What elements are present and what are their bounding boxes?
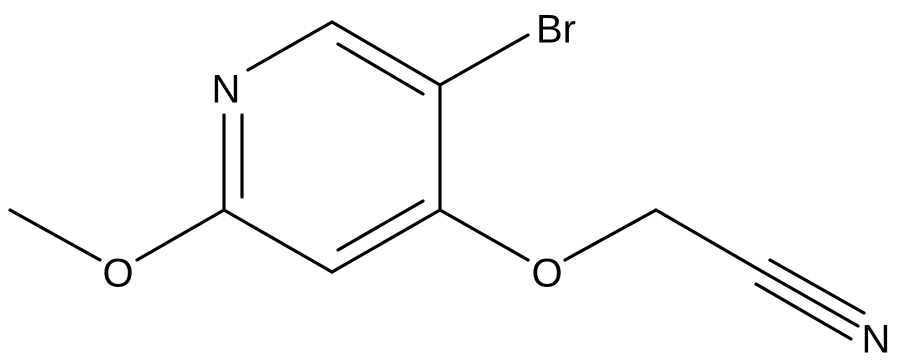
bond-nitrile-3 xyxy=(754,282,853,341)
bond-o-methyl xyxy=(8,208,102,262)
atom-br: Br xyxy=(536,8,576,52)
bond-o-ch2 xyxy=(563,208,658,262)
substituent-bonds xyxy=(8,33,866,341)
bond-ch2-c-nitrile xyxy=(654,208,765,274)
bond-nitrile-1 xyxy=(761,270,860,328)
bond-c2-c3 xyxy=(330,20,442,87)
bond-c4-c5 xyxy=(330,208,442,274)
atom-labels: N Br O O N xyxy=(102,8,890,362)
atom-o-methoxy: O xyxy=(102,252,133,296)
bond-nitrile-2 xyxy=(768,258,866,315)
pyridine-ring xyxy=(222,20,442,274)
bond-c3-br xyxy=(438,33,530,87)
atom-o-ether: O xyxy=(531,252,562,296)
bond-n-c2 xyxy=(246,20,334,72)
bond-c5-c6 xyxy=(222,208,334,274)
bond-c2-c3-inner xyxy=(336,42,425,96)
atom-n-ring: N xyxy=(212,68,241,112)
bond-c6-o-methoxy xyxy=(135,208,226,262)
atom-n-nitrile: N xyxy=(862,318,891,362)
bond-c4-o-ether xyxy=(438,208,530,262)
bond-c4-c5-inner xyxy=(336,199,425,252)
